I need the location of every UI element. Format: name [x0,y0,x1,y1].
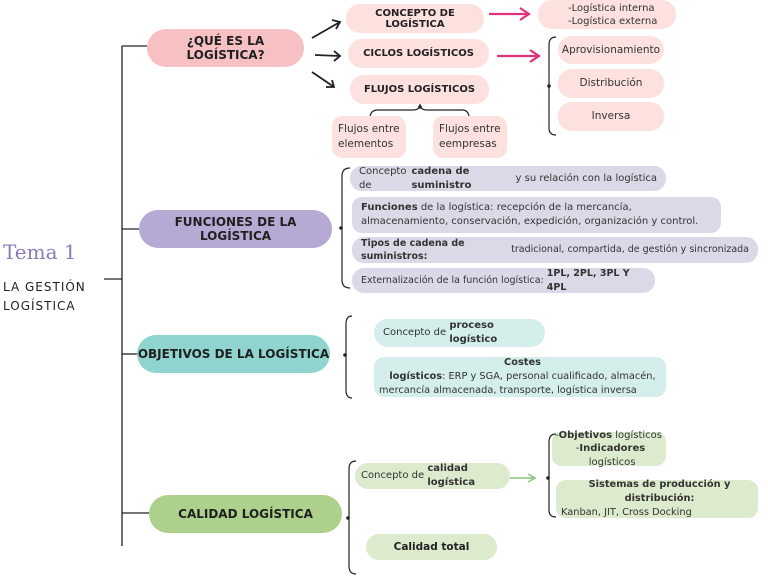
calidad-concepto-pre: Concepto de [361,470,428,481]
obj-dash: - [555,429,559,441]
subtitle-line1: LA GESTIÓN [3,280,86,294]
funciones-bold: Funciones [361,201,418,213]
que-es-node[interactable]: ¿QUÉ ES LA LOGÍSTICA? [147,29,304,67]
funciones-item-externalizacion[interactable]: Externalización de la función logística:… [352,268,655,293]
logistica-externa-label: -Logística externa [568,15,658,27]
cadena-bold: cadena de suministro [411,165,472,191]
flujos-brace [369,103,470,119]
concepto-detail-node[interactable]: -Logística interna -Logística externa [538,0,676,29]
calidad-sistemas-node[interactable]: Sistemas de producción y distribución: K… [556,478,758,519]
calidad-node[interactable]: CALIDAD LOGÍSTICA [149,495,342,533]
costes-line2: mercancía almacenada, transporte, logíst… [379,385,637,397]
cadena-pre: Concepto de [359,165,407,191]
indicadores-logisticos-line: -Indicadores logísticos [555,442,666,469]
flujos-elementos-line1: Flujos entre [338,123,400,136]
sistemas-rest: Kanban, JIT, Cross Docking [561,507,692,519]
calidad-concepto-node[interactable]: Concepto de calidad logística [355,463,510,489]
ciclo-inversa[interactable]: Inversa [558,102,664,131]
cadena-post: y su relación con la logística [512,172,657,184]
flujos-elementos-node[interactable]: Flujos entre elementos [332,116,406,158]
pink-arrows [489,7,541,63]
objetivos-bracket [345,315,353,399]
funciones-item-tipos[interactable]: Tipos de cadena de suministros: tradicio… [352,237,758,263]
subtitle-line2: LOGÍSTICA [3,299,76,314]
obj-bold: Objetivos [558,429,613,441]
que-es-arrows [311,19,342,88]
ind-rest: logísticos [585,456,636,468]
flujos-elementos-line2: elementos [338,138,394,150]
ind-bold: Indicadores [579,443,646,455]
green-arrow [510,473,537,483]
funciones-line1: Funciones de la logística: recepción de … [361,201,632,216]
externalizacion-bold: 1PL, 2PL, 3PL Y 4PL [546,268,630,293]
funciones-item-funciones[interactable]: Funciones de la logística: recepción de … [352,197,721,233]
sistemas-bold: Sistemas de producción y distribución: [588,478,731,504]
flujos-empresas-line2: eempresas [439,138,497,150]
flujos-empresas-line1: Flujos entre [439,123,501,136]
ciclo-aprovisionamiento[interactable]: Aprovisionamiento [558,36,664,64]
calidad-total-node[interactable]: Calidad total [366,534,497,560]
funciones-rest: de la logística: recepción de la mercanc… [417,201,632,213]
objetivos-node[interactable]: OBJETIVOS DE LA LOGÍSTICA [137,335,330,373]
flujos-logisticos-node[interactable]: FLUJOS LOGÍSTICOS [350,75,489,104]
calidad-concepto-bold: calidad logística [427,463,476,488]
calidad-sub-bracket [548,433,557,518]
flujos-empresas-node[interactable]: Flujos entre eempresas [433,116,507,158]
funciones-line2: almacenamiento, conservación, expedición… [361,216,699,227]
ciclo-distribucion[interactable]: Distribución [558,69,664,98]
ciclos-logisticos-node[interactable]: CICLOS LOGÍSTICOS [348,39,489,68]
concepto-logistica-node[interactable]: CONCEPTO DE LOGÍSTICA [346,4,484,33]
funciones-bracket [341,167,351,289]
funciones-node[interactable]: FUNCIONES DE LA LOGÍSTICA [139,210,332,248]
objetivos-item-proceso[interactable]: Concepto de proceso logístico [374,319,545,347]
tipos-bold: Tipos de cadena de suministros: [361,237,465,262]
logistica-interna-label: -Logística interna [568,2,655,14]
objetivos-item-costes[interactable]: Costes logísticos: ERP y SGA, personal c… [374,357,666,397]
proceso-pre: Concepto de [383,327,450,338]
tema-title: Tema 1 [3,240,77,264]
tipos-rest: tradicional, compartida, de gestión y si… [508,244,749,256]
gestion-subtitle: LA GESTIÓN LOGÍSTICA [3,278,103,316]
proceso-bold: proceso logístico [449,320,498,345]
funciones-item-cadena[interactable]: Concepto de cadena de suministro y su re… [350,166,666,191]
obj-rest: logísticos [612,429,662,441]
costes-rest: : ERP y SGA, personal cualificado, almac… [442,370,656,382]
costes-bold: Costes logísticos [389,356,541,382]
costes-line1: Costes logísticos: ERP y SGA, personal c… [379,356,666,384]
objetivos-logisticos-line: -Objetivos logísticos [555,429,662,443]
externalizacion-pre: Externalización de la función logística: [361,274,547,286]
ind-dash: - [575,443,580,455]
calidad-objetivos-indicadores[interactable]: -Objetivos logísticos -Indicadores logís… [552,429,666,469]
